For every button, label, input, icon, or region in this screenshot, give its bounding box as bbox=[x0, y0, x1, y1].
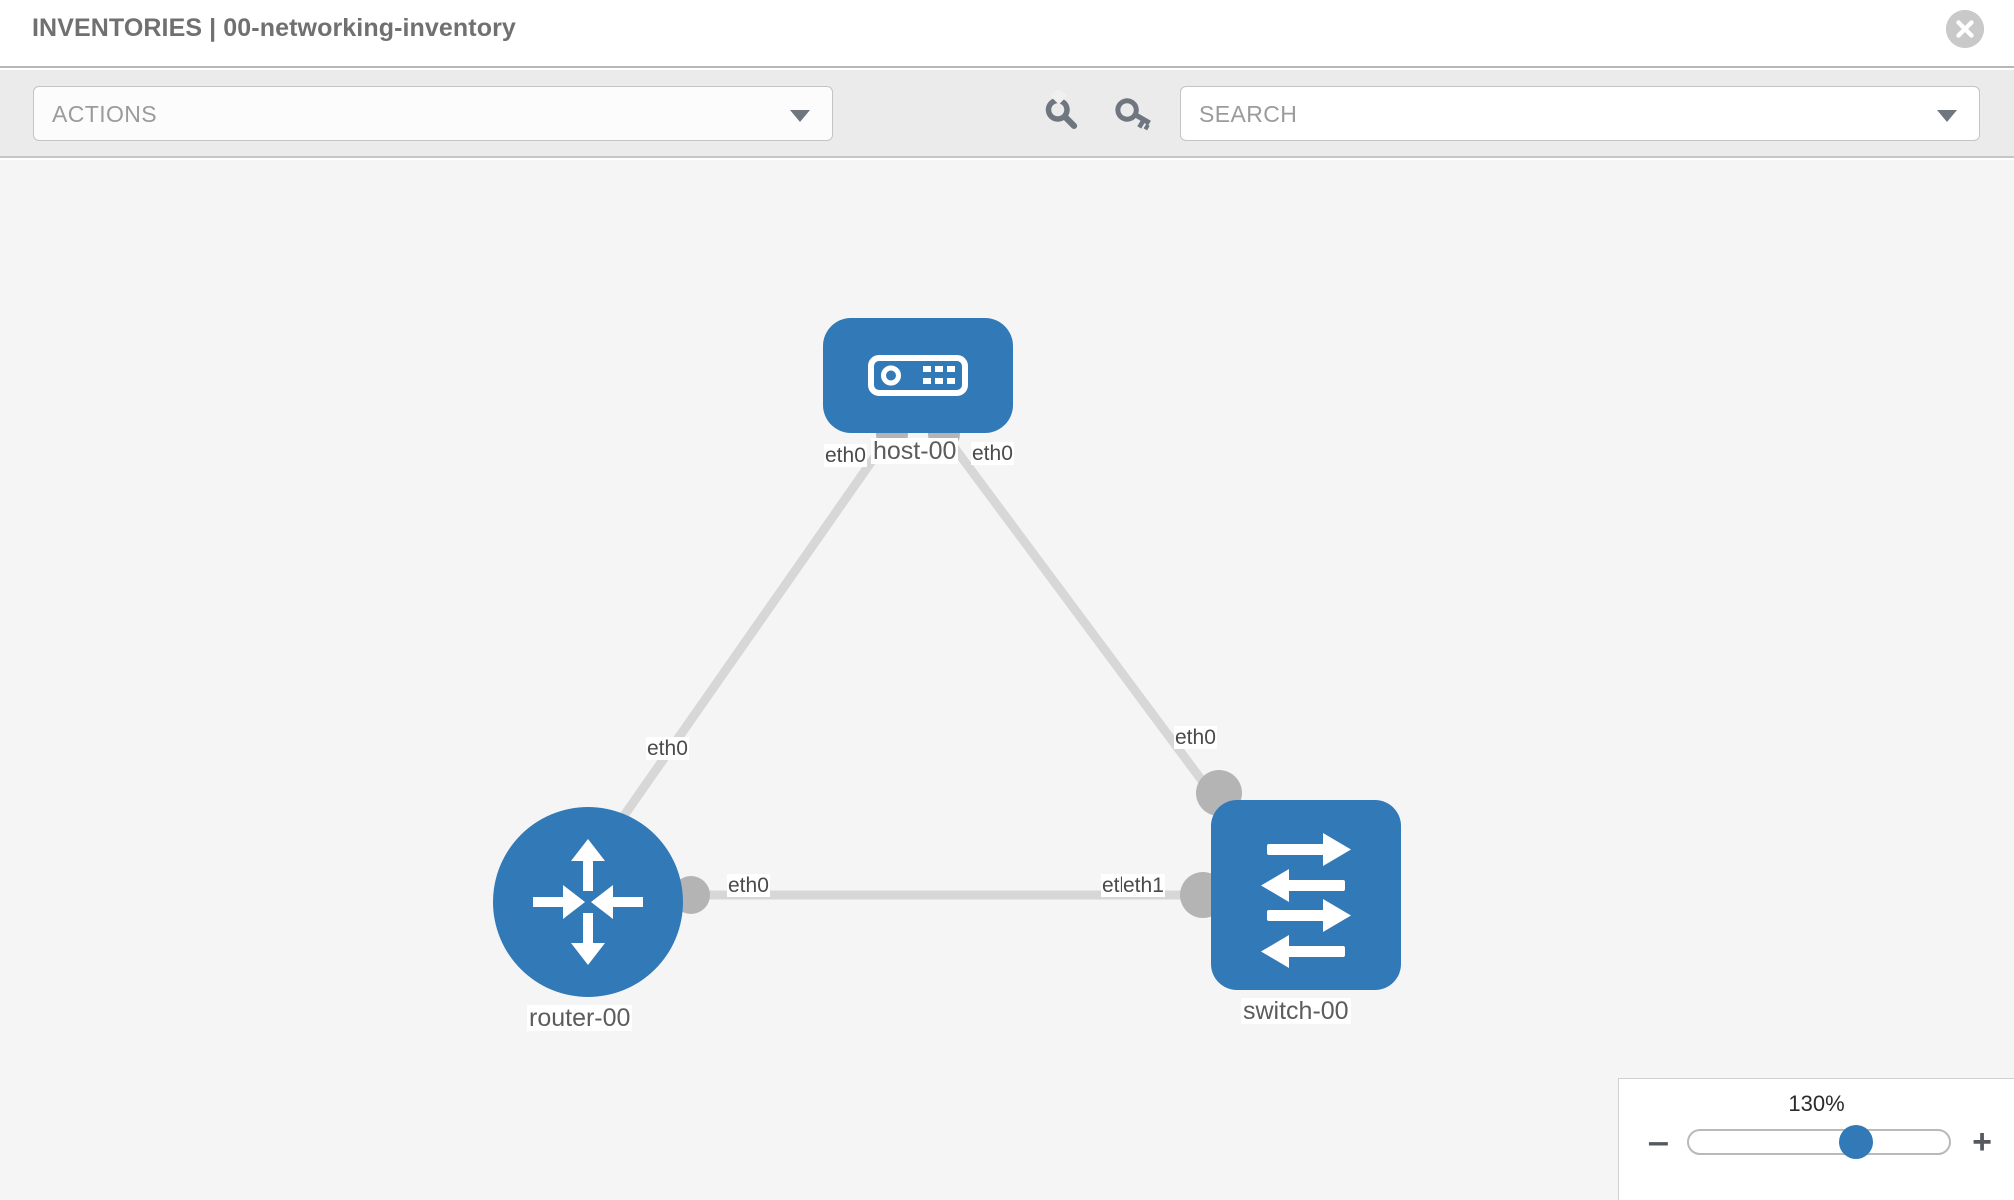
zoom-control: 130% ‒ + bbox=[1618, 1078, 2014, 1200]
switch-icon bbox=[1261, 833, 1351, 968]
search-input[interactable]: SEARCH bbox=[1180, 86, 1980, 141]
wrench-button[interactable] bbox=[1038, 90, 1086, 138]
page-header: INVENTORIES | 00-networking-inventory bbox=[0, 0, 2014, 68]
key-button[interactable] bbox=[1110, 90, 1158, 138]
close-button[interactable] bbox=[1946, 10, 1984, 48]
topology-links bbox=[595, 430, 1240, 900]
interface-label-switch00-up: eth0 bbox=[1174, 726, 1217, 750]
close-icon bbox=[1946, 10, 1984, 48]
node-host-00[interactable]: host-00 bbox=[823, 318, 1013, 465]
interface-label-switch00-eth1: eth1 bbox=[1122, 874, 1165, 898]
search-placeholder: SEARCH bbox=[1199, 101, 1298, 127]
interface-label-host00-left: eth0 bbox=[824, 444, 867, 468]
topology-canvas[interactable]: host-00 bbox=[0, 160, 2014, 1200]
node-switch-00[interactable]: switch-00 bbox=[1211, 800, 1401, 1030]
interface-label-host00-right: eth0 bbox=[971, 442, 1014, 466]
chevron-down-icon bbox=[790, 109, 810, 122]
link-host00-router00 bbox=[595, 430, 895, 855]
zoom-out-button[interactable]: ‒ bbox=[1649, 1123, 1668, 1161]
interface-label-router00-eth0: eth0 bbox=[727, 874, 770, 898]
server-icon bbox=[868, 355, 968, 396]
node-router-00-label: router-00 bbox=[527, 1004, 633, 1032]
zoom-slider-thumb[interactable] bbox=[1838, 1125, 1873, 1159]
node-router-00[interactable]: router-00 bbox=[493, 807, 683, 1037]
interface-label-router00-up: eth0 bbox=[646, 737, 689, 761]
node-host-00-shape bbox=[823, 318, 1013, 433]
zoom-percent-label: 130% bbox=[1788, 1091, 1845, 1116]
key-icon bbox=[1115, 98, 1151, 131]
interface-label-switch00-partial: etl bbox=[1101, 874, 1126, 898]
link-host00-switch00 bbox=[940, 430, 1240, 830]
toolbar: ACTIONS SEARC bbox=[0, 70, 2014, 158]
actions-dropdown-label: ACTIONS bbox=[52, 101, 158, 127]
zoom-in-button[interactable]: + bbox=[1972, 1123, 1992, 1161]
zoom-slider-track[interactable] bbox=[1687, 1125, 1951, 1159]
search-chevron-down-icon bbox=[1937, 109, 1957, 122]
node-router-00-shape bbox=[493, 807, 683, 997]
router-icon bbox=[533, 839, 643, 965]
wrench-icon bbox=[1045, 90, 1078, 130]
page-title: INVENTORIES | 00-networking-inventory bbox=[32, 14, 516, 42]
actions-dropdown[interactable]: ACTIONS bbox=[33, 86, 833, 141]
node-switch-00-shape bbox=[1211, 800, 1401, 990]
node-switch-00-label: switch-00 bbox=[1241, 997, 1351, 1025]
node-host-00-label: host-00 bbox=[871, 437, 959, 465]
